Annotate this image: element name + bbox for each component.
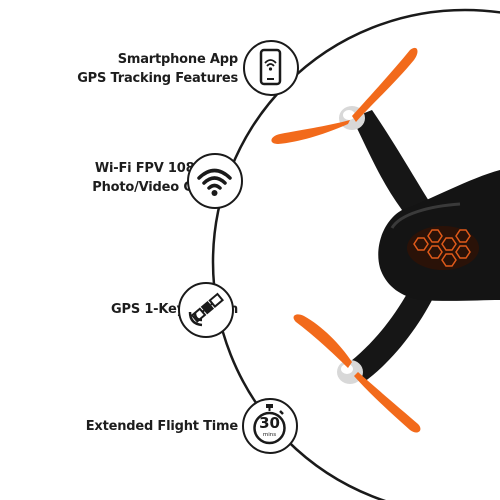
drone-body-highlight <box>390 202 461 229</box>
feature-flight-line-1: Extended Flight Time <box>85 419 238 434</box>
camera-icon-badge <box>187 153 243 209</box>
drone-lower-arm <box>346 292 436 382</box>
wifi-icon <box>197 168 232 196</box>
lower-propeller <box>293 314 421 433</box>
feature-app-line-2: GPS Tracking Features <box>77 71 238 86</box>
smartphone-wifi-icon <box>259 48 282 86</box>
feature-label-flight: Extended Flight Time <box>86 417 238 436</box>
upper-propeller <box>271 47 418 144</box>
satellite-icon <box>188 292 225 327</box>
timer-value: 30 <box>259 414 280 432</box>
drone-upper-arm <box>352 110 438 215</box>
feature-label-app: Smartphone App GPS Tracking Features <box>77 50 238 88</box>
drone-image <box>271 47 500 433</box>
app-icon-badge <box>243 40 299 96</box>
gps-icon-badge <box>178 282 234 338</box>
stopwatch-icon <box>253 404 286 445</box>
flight-icon-badge: 30 mins <box>242 398 298 454</box>
drone-honeycomb-grill <box>407 226 479 270</box>
feature-arc <box>211 8 500 500</box>
timer-unit: mins <box>262 432 277 438</box>
feature-app-line-1: Smartphone App <box>117 52 238 67</box>
